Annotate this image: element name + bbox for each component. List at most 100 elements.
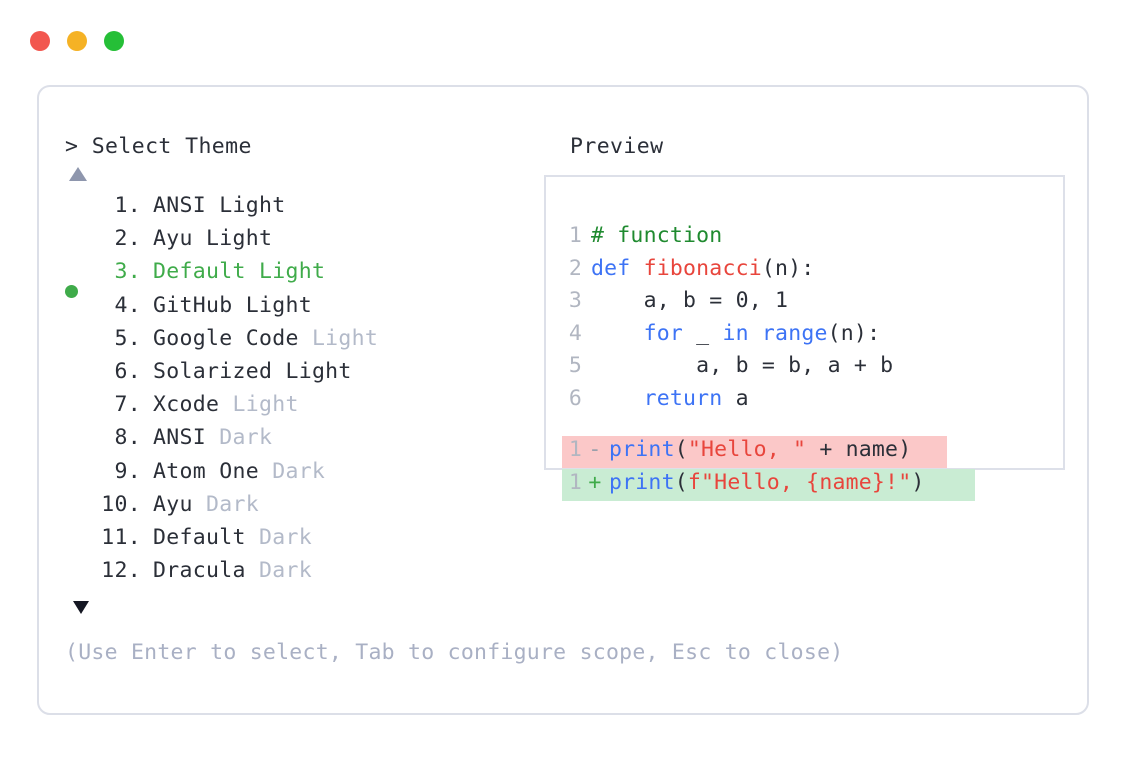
theme-item-variant: Light bbox=[285, 358, 352, 384]
code-token-builtin: print bbox=[609, 469, 675, 495]
code-token-plain: ) bbox=[911, 469, 925, 495]
code-line-text: a, b = b, a + b bbox=[582, 353, 893, 378]
theme-item-name: Default bbox=[153, 524, 246, 550]
close-dot[interactable] bbox=[30, 31, 50, 51]
diff-line-text: print("Hello, " + name) bbox=[602, 437, 911, 462]
theme-item-name: Ayu bbox=[153, 226, 193, 252]
theme-item-variant: Light bbox=[232, 392, 299, 418]
theme-item-variant: Dark bbox=[205, 491, 259, 517]
theme-list-item[interactable]: 7.Xcode Light bbox=[65, 392, 535, 425]
code-token-fn: fibonacci bbox=[643, 255, 762, 281]
code-line: 6 return a bbox=[562, 386, 1059, 419]
code-line-number: 2 bbox=[568, 255, 582, 281]
code-token-plain: ( bbox=[674, 469, 688, 495]
theme-list-item[interactable]: 11.Default Dark bbox=[65, 525, 535, 558]
theme-item-number: 11. bbox=[101, 524, 141, 550]
diff-sign: - bbox=[588, 437, 602, 462]
theme-item-name: Atom One bbox=[153, 458, 259, 484]
theme-item-label: Default Light bbox=[141, 259, 325, 284]
code-token-keyword: return bbox=[643, 385, 723, 411]
theme-item-label: Ayu Dark bbox=[141, 492, 259, 517]
theme-item-variant: Dark bbox=[258, 524, 312, 550]
theme-list-item[interactable]: 6.Solarized Light bbox=[65, 359, 535, 392]
maximize-dot[interactable] bbox=[104, 31, 124, 51]
theme-list-item[interactable]: 3.Default Light bbox=[65, 259, 535, 299]
diff-line-number: 1 bbox=[568, 437, 582, 462]
code-line: 4 for _ in range(n): bbox=[562, 321, 1059, 354]
theme-list-item[interactable]: 5.Google Code Light bbox=[65, 326, 535, 359]
theme-item-label: ANSI Light bbox=[141, 193, 285, 218]
scroll-down-indicator[interactable] bbox=[65, 591, 535, 635]
diff-line-added: 1+print(f"Hello, {name}!") bbox=[562, 468, 1059, 503]
theme-list-item[interactable]: 9.Atom One Dark bbox=[65, 459, 535, 492]
theme-item-number: 1. bbox=[114, 193, 141, 218]
code-token-plain: a, b = 0, 1 bbox=[591, 288, 789, 313]
theme-item-label: Solarized Light bbox=[141, 359, 352, 384]
code-line-number: 1 bbox=[568, 223, 582, 248]
theme-item-number: 12. bbox=[101, 558, 141, 584]
window-controls bbox=[30, 31, 124, 51]
theme-list-item[interactable]: 12. Dracula Dark bbox=[65, 558, 535, 591]
theme-item-label: Google Code Light bbox=[141, 326, 378, 351]
headers-row: > Select Theme Preview bbox=[65, 134, 1067, 162]
theme-item-number: 4. bbox=[114, 292, 141, 318]
code-line-number: 6 bbox=[568, 385, 582, 411]
theme-list-item[interactable]: 10.Ayu Dark bbox=[65, 492, 535, 525]
theme-item-label: GitHub Light bbox=[141, 293, 312, 318]
diff-line-highlight bbox=[562, 468, 975, 501]
code-token-keyword: in bbox=[722, 320, 749, 346]
keyboard-hint: (Use Enter to select, Tab to configure s… bbox=[65, 640, 844, 665]
diff-line-number: 1 bbox=[568, 469, 582, 495]
theme-list-item[interactable]: 1.ANSI Light bbox=[65, 193, 535, 226]
theme-item-label: Xcode Light bbox=[141, 392, 299, 417]
theme-item-variant: Dark bbox=[258, 558, 312, 584]
code-token-plain: + name) bbox=[806, 437, 912, 462]
theme-list-item[interactable]: 8.ANSI Dark bbox=[65, 425, 535, 458]
code-token-string: f"Hello, {name}!" bbox=[687, 469, 912, 495]
code-token-builtin: print bbox=[609, 437, 675, 462]
theme-item-variant: Light bbox=[258, 259, 326, 285]
code-token-plain: ( bbox=[674, 437, 688, 462]
diff-line-highlight bbox=[562, 436, 947, 468]
triangle-up-icon bbox=[69, 167, 87, 181]
code-token-keyword: for bbox=[643, 320, 684, 346]
code-token-plain: a bbox=[722, 385, 749, 411]
diff-line-removed: 1-print("Hello, " + name) bbox=[562, 436, 1059, 470]
code-token-keyword: def bbox=[591, 255, 644, 281]
theme-item-number: 7. bbox=[114, 392, 141, 418]
theme-item-variant: Dark bbox=[219, 425, 273, 451]
diff-sign: + bbox=[588, 469, 602, 495]
theme-list-item[interactable]: 4.GitHub Light bbox=[65, 293, 535, 326]
code-line-text: a, b = 0, 1 bbox=[582, 288, 788, 313]
theme-item-label: Default Dark bbox=[141, 525, 312, 550]
minimize-dot[interactable] bbox=[67, 31, 87, 51]
code-line: 1 # function bbox=[562, 223, 1059, 256]
theme-list-item[interactable]: 2.Ayu Light bbox=[65, 226, 535, 259]
theme-item-name: Google Code bbox=[153, 325, 299, 351]
theme-item-name: Xcode bbox=[153, 392, 220, 418]
theme-item-variant: Light bbox=[219, 193, 286, 218]
theme-item-number: 6. bbox=[114, 358, 141, 384]
code-token-plain bbox=[591, 386, 644, 411]
theme-item-variant: Light bbox=[205, 226, 273, 252]
scroll-up-indicator[interactable] bbox=[65, 167, 535, 193]
diff-line-text: print(f"Hello, {name}!") bbox=[602, 470, 925, 495]
theme-item-variant: Dark bbox=[272, 458, 326, 484]
code-token-plain bbox=[749, 321, 762, 346]
theme-item-name: Ayu bbox=[153, 491, 193, 517]
theme-item-number: 10. bbox=[101, 491, 141, 517]
code-token-comment: # function bbox=[591, 223, 723, 248]
theme-item-label: ANSI Dark bbox=[141, 425, 272, 450]
code-token-string: "Hello, " bbox=[687, 437, 807, 462]
selected-bullet-icon bbox=[65, 285, 78, 299]
diff-lines: 1-print("Hello, " + name)1+print(f"Hello… bbox=[562, 436, 1059, 503]
theme-item-name: Dracula bbox=[153, 558, 246, 584]
theme-item-label: Ayu Light bbox=[141, 226, 272, 251]
theme-item-variant: Light bbox=[245, 292, 312, 318]
